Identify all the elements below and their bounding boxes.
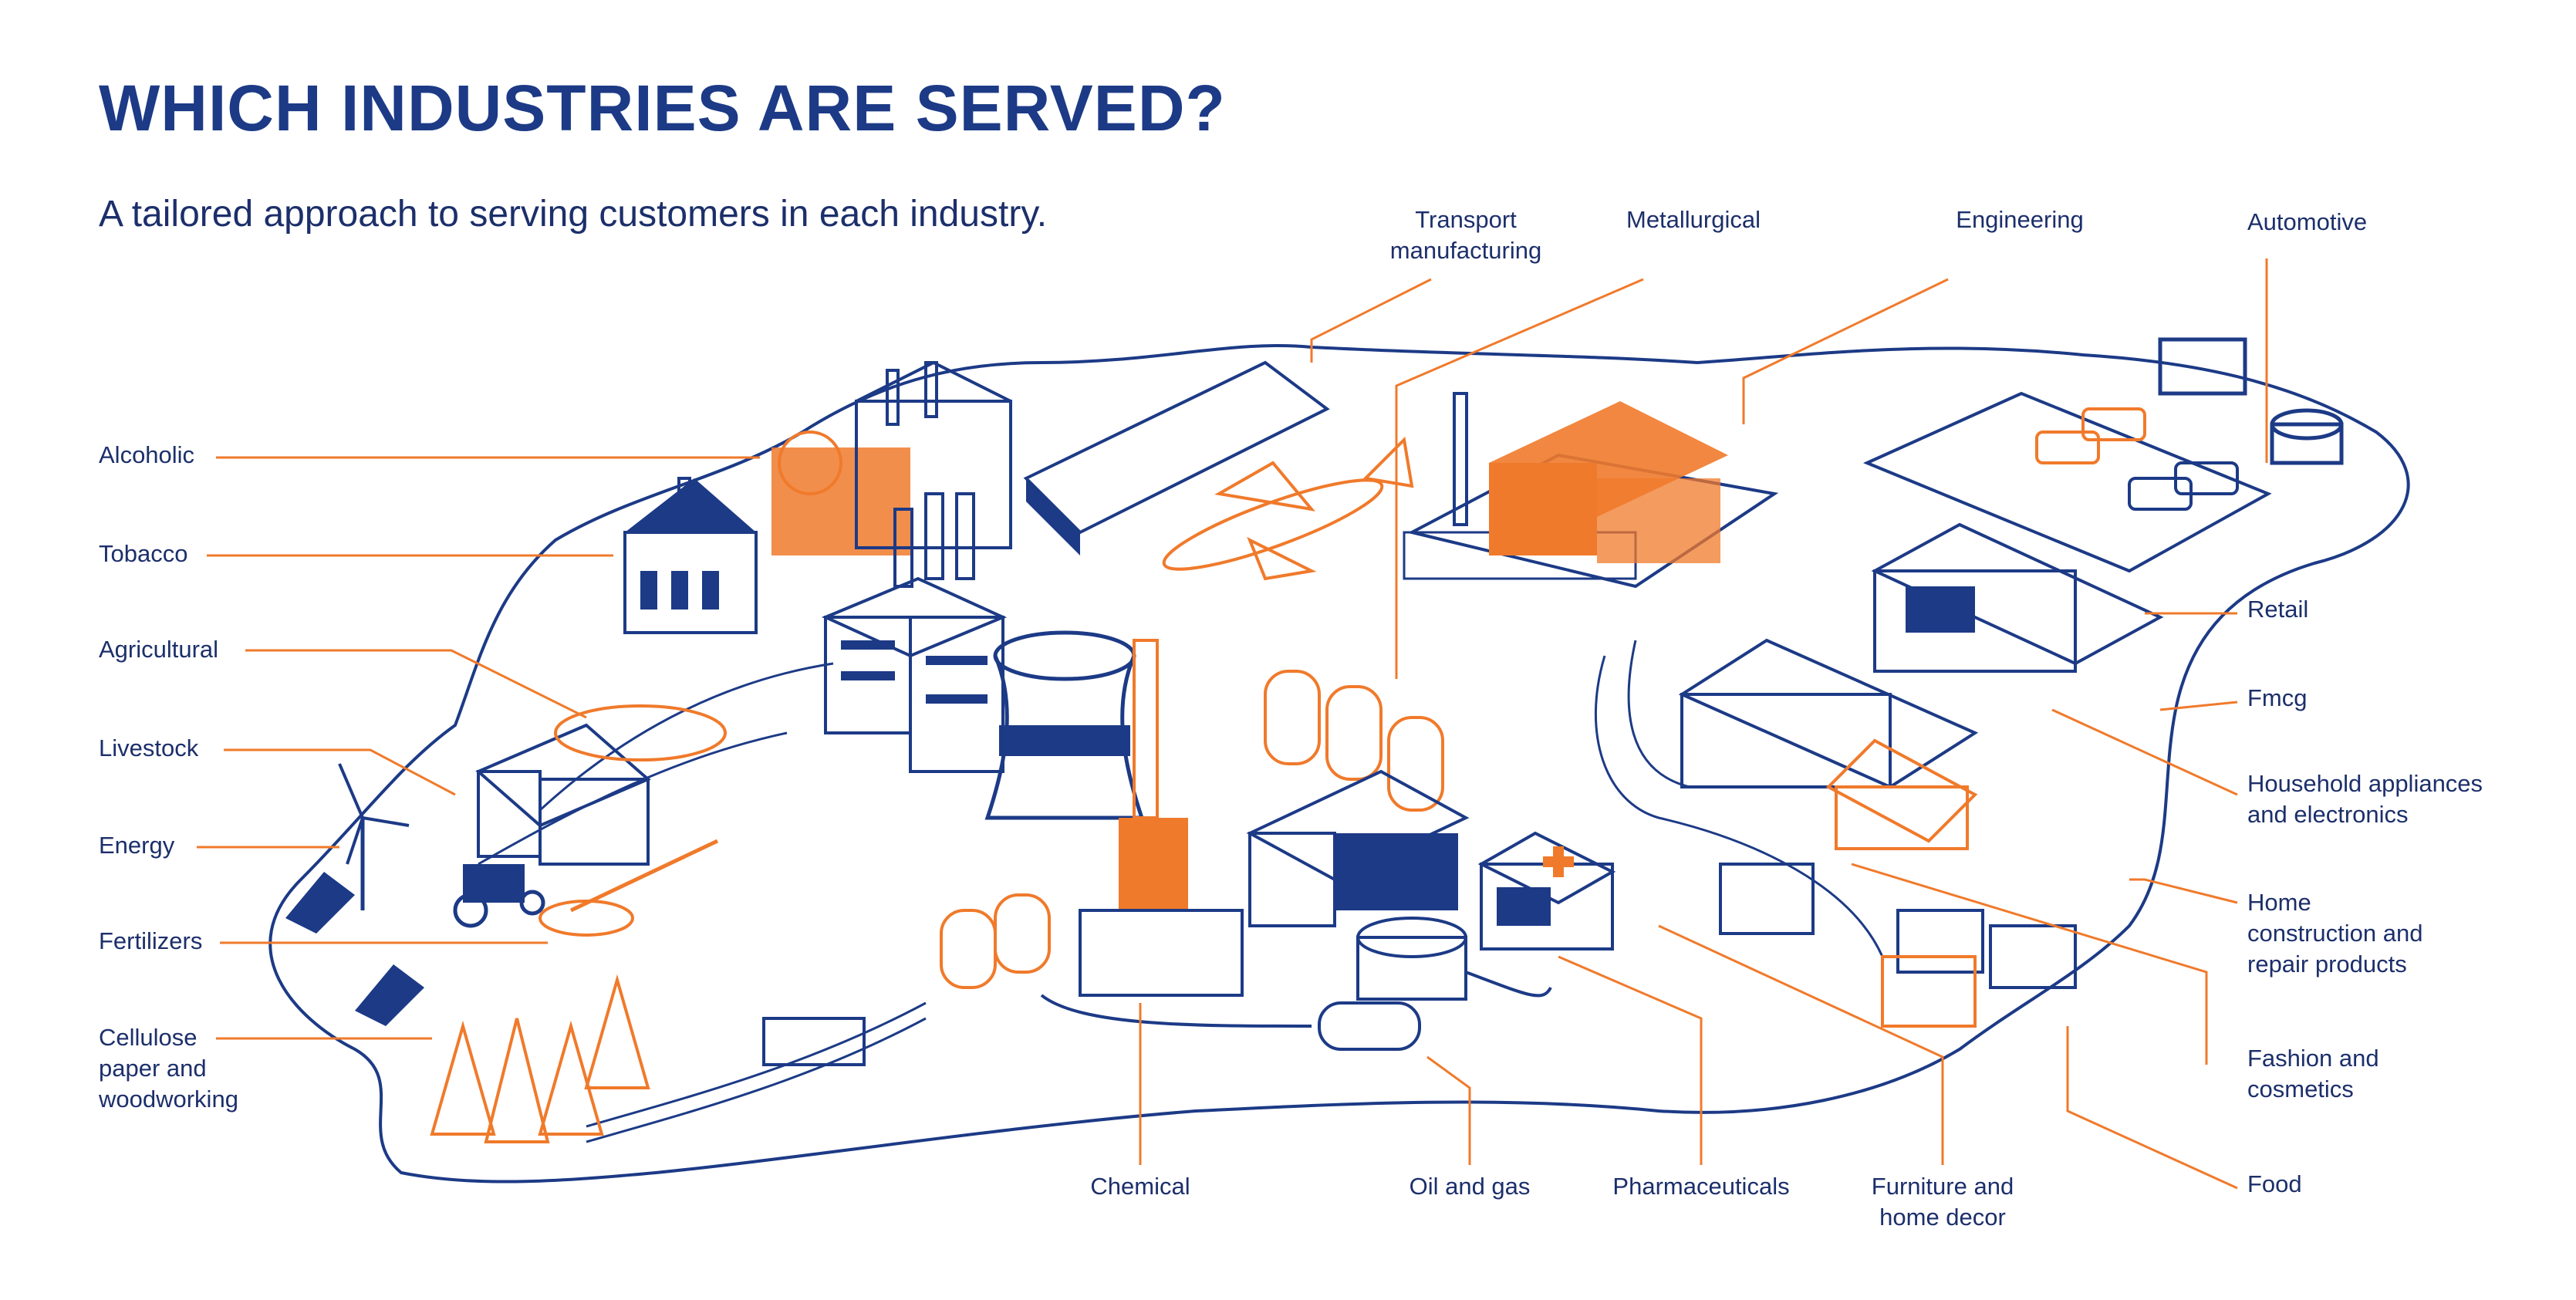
label-agricultural: Agricultural	[99, 636, 219, 663]
label-fmcg: Fmcg	[2247, 684, 2308, 711]
metallurgical-plant	[1403, 392, 1779, 589]
cooling-tower	[984, 630, 1145, 820]
leader-home	[2129, 878, 2238, 904]
label-oil-gas: Oil and gas	[1409, 1173, 1531, 1200]
label-household-appliances: Household appliances and electronics	[2247, 770, 2483, 828]
leader-engineering	[1742, 278, 1949, 424]
label-livestock: Livestock	[99, 734, 199, 761]
leader-fashion	[1851, 863, 2208, 1065]
leader-transport	[1310, 278, 1432, 363]
tractor	[453, 864, 545, 928]
label-chemical: Chemical	[1090, 1173, 1190, 1200]
forest-trees	[430, 974, 650, 1143]
freight-train	[762, 1017, 866, 1066]
market-stalls	[1719, 863, 2077, 1028]
pharmacy-building	[1477, 831, 1616, 951]
distillery-building	[771, 360, 1012, 555]
leader-pharma	[1558, 955, 1703, 1165]
greenhouse-farm	[475, 704, 727, 866]
label-engineering: Engineering	[1956, 206, 2084, 233]
airplane	[1162, 436, 1414, 581]
leader-food	[2066, 1026, 2238, 1190]
road-left	[478, 662, 834, 866]
home-store	[1678, 638, 1979, 850]
automotive-lot	[1862, 337, 2344, 573]
label-pharmaceuticals: Pharmaceuticals	[1612, 1173, 1790, 1200]
label-home-construction: Home construction and repair products	[2247, 889, 2423, 978]
road-right	[1595, 640, 1884, 957]
page-subtitle: A tailored approach to serving customers…	[99, 194, 1048, 235]
fertilizer-conveyor	[538, 839, 719, 937]
label-food: Food	[2247, 1170, 2302, 1197]
chemical-plant	[1079, 639, 1470, 997]
leader-livestock	[224, 748, 456, 796]
label-furniture-home-decor: Furniture and home decor	[1871, 1173, 2014, 1231]
label-automotive: Automotive	[2247, 208, 2368, 235]
label-retail: Retail	[2247, 596, 2309, 623]
storage-tanks-orange	[940, 670, 1444, 989]
label-fertilizers: Fertilizers	[99, 927, 203, 954]
leader-agricultural	[245, 649, 587, 719]
leader-oil	[1426, 1055, 1471, 1165]
leader-fmcg	[2159, 701, 2238, 711]
label-alcoholic: Alcoholic	[99, 441, 195, 468]
leader-metallurgical	[1395, 278, 1644, 679]
rail-track	[586, 1001, 927, 1143]
map-ground-outline	[268, 343, 2410, 1184]
solar-panels	[285, 872, 424, 1026]
page-title: WHICH INDUSTRIES ARE SERVED?	[99, 72, 1226, 144]
leader-household	[2051, 708, 2238, 796]
label-transport-manufacturing: Transport manufacturing	[1389, 206, 1542, 264]
leader-lines	[197, 258, 2268, 1190]
office-block	[821, 576, 1008, 773]
retail-store	[1871, 522, 2164, 673]
label-metallurgical: Metallurgical	[1626, 206, 1761, 233]
oil-tank	[1040, 917, 1552, 1051]
label-fashion-cosmetics: Fashion and cosmetics	[2247, 1045, 2379, 1102]
wind-turbine	[338, 763, 410, 910]
tobacco-factory	[623, 477, 758, 634]
label-tobacco: Tobacco	[99, 540, 188, 567]
hangar	[1023, 360, 1330, 555]
label-energy: Energy	[99, 832, 175, 859]
label-cellulose: Cellulose paper and woodworking	[99, 1024, 238, 1113]
leader-furniture	[1658, 924, 1944, 1165]
